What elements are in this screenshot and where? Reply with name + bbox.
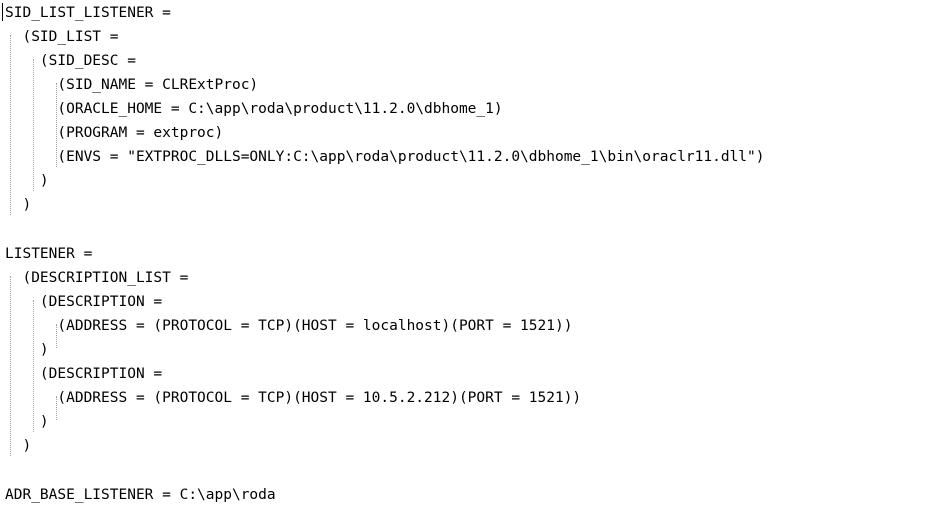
code-line: SID_LIST_LISTENER =: [5, 5, 171, 21]
code-line: ADR_BASE_LISTENER = C:\app\roda: [5, 487, 276, 503]
code-line: (ENVS = "EXTPROC_DLLS=ONLY:C:\app\roda\p…: [5, 149, 765, 165]
code-line: LISTENER =: [5, 246, 93, 262]
code-line: (ADDRESS = (PROTOCOL = TCP)(HOST = 10.5.…: [5, 390, 582, 406]
indent-guide: [10, 276, 11, 456]
code-line: (ADDRESS = (PROTOCOL = TCP)(HOST = local…: [5, 318, 573, 334]
code-line: (SID_DESC =: [5, 53, 136, 69]
indent-guide: [56, 324, 57, 348]
code-line: ): [5, 414, 49, 430]
indent-guide: [56, 83, 57, 167]
indent-guide: [56, 396, 57, 420]
code-line: (DESCRIPTION =: [5, 294, 163, 310]
text-cursor: [2, 3, 3, 21]
code-line: (DESCRIPTION_LIST =: [5, 270, 189, 286]
code-line: (PROGRAM = extproc): [5, 125, 224, 141]
code-line: ): [5, 342, 49, 358]
code-line: (SID_NAME = CLRExtProc): [5, 77, 259, 93]
code-line: ): [5, 173, 49, 189]
code-line: (SID_LIST =: [5, 29, 119, 45]
code-line: ): [5, 438, 32, 454]
indent-guide: [33, 300, 34, 432]
indent-guide: [33, 59, 34, 191]
code-line: (ORACLE_HOME = C:\app\roda\product\11.2.…: [5, 101, 503, 117]
code-line: (DESCRIPTION =: [5, 366, 163, 382]
indent-guide: [10, 35, 11, 215]
code-line: ): [5, 197, 32, 213]
